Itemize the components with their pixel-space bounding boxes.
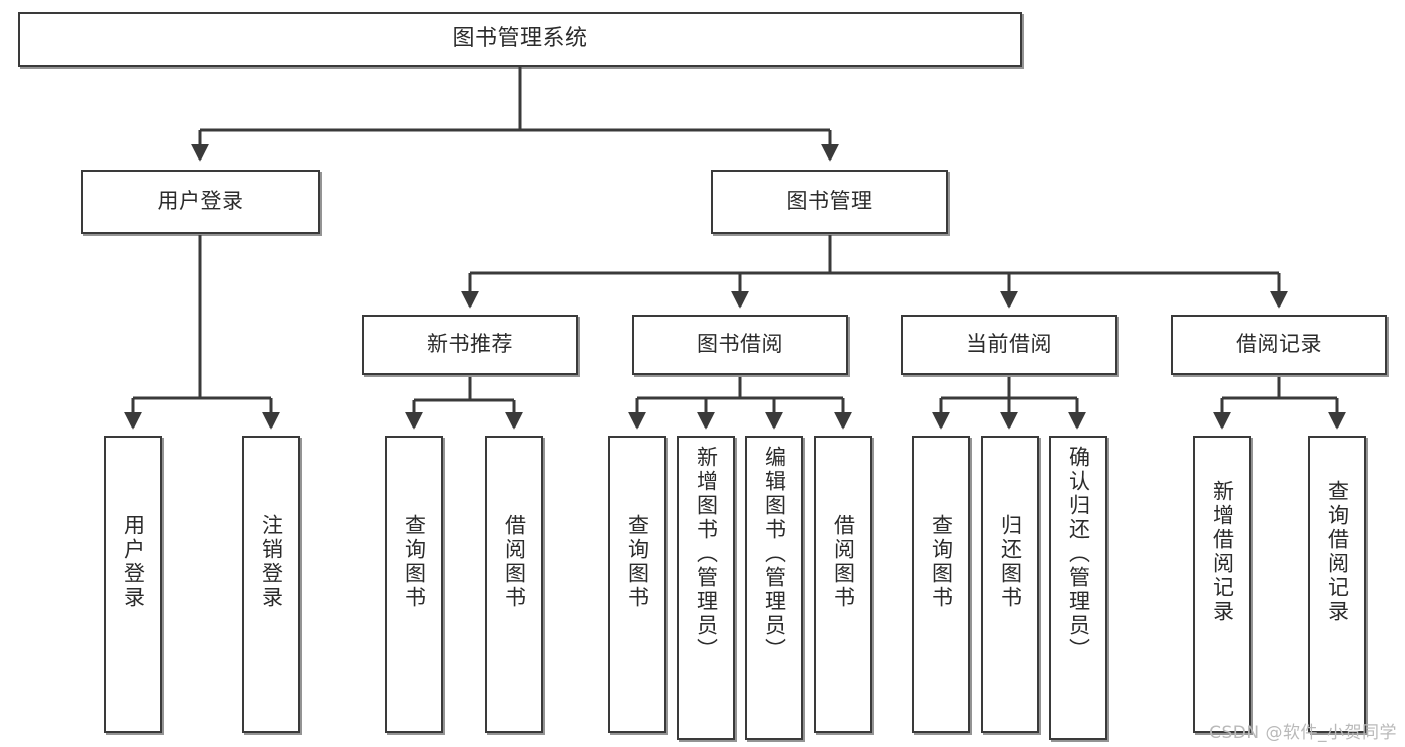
leaf-borrow-book-recommend[interactable]: 借阅图书 (485, 436, 543, 733)
node-label: 注销登录 (259, 514, 284, 610)
csdn-watermark: CSDN @软件_小贺同学 (1209, 723, 1397, 743)
node-new-book-recommend[interactable]: 新书推荐 (362, 315, 578, 375)
node-label: 新书推荐 (427, 332, 513, 357)
node-label: 查询图书 (625, 514, 650, 610)
leaf-confirm-return-admin[interactable]: 确认归还（管理员） (1049, 436, 1107, 740)
leaf-add-book-admin[interactable]: 新增图书（管理员） (677, 436, 735, 740)
node-label: 用户登录 (121, 514, 146, 610)
node-label: 新增借阅记录 (1210, 480, 1235, 624)
node-label: 归还图书 (998, 514, 1023, 610)
node-book-management[interactable]: 图书管理 (711, 170, 948, 234)
node-label: 借阅图书 (831, 514, 856, 610)
node-label: 图书管理 (786, 189, 873, 214)
node-label: 当前借阅 (966, 332, 1052, 357)
node-label: 图书借阅 (697, 332, 783, 357)
leaf-logout-login[interactable]: 注销登录 (242, 436, 300, 733)
node-book-borrow[interactable]: 图书借阅 (632, 315, 848, 375)
leaf-return-book[interactable]: 归还图书 (981, 436, 1039, 733)
node-label: 查询借阅记录 (1325, 480, 1350, 624)
node-label: 查询图书 (402, 514, 427, 610)
node-borrow-record[interactable]: 借阅记录 (1171, 315, 1387, 375)
node-label: 编辑图书（管理员） (762, 446, 787, 662)
leaf-user-login[interactable]: 用户登录 (104, 436, 162, 733)
node-label: 用户登录 (157, 189, 244, 214)
node-label: 借阅记录 (1236, 332, 1322, 357)
leaf-query-borrow-record[interactable]: 查询借阅记录 (1308, 436, 1366, 733)
node-label: 图书管理系统 (452, 26, 588, 52)
node-user-login[interactable]: 用户登录 (81, 170, 320, 234)
node-label: 借阅图书 (502, 514, 527, 610)
node-label: 确认归还（管理员） (1066, 446, 1091, 662)
node-current-borrow[interactable]: 当前借阅 (901, 315, 1117, 375)
leaf-add-borrow-record[interactable]: 新增借阅记录 (1193, 436, 1251, 733)
node-label: 新增图书（管理员） (694, 446, 719, 662)
node-root-book-management-system[interactable]: 图书管理系统 (18, 12, 1022, 67)
leaf-edit-book-admin[interactable]: 编辑图书（管理员） (745, 436, 803, 740)
leaf-query-book-recommend[interactable]: 查询图书 (385, 436, 443, 733)
leaf-query-book-current[interactable]: 查询图书 (912, 436, 970, 733)
node-label: 查询图书 (929, 514, 954, 610)
leaf-borrow-book-borrow[interactable]: 借阅图书 (814, 436, 872, 733)
leaf-query-book-borrow[interactable]: 查询图书 (608, 436, 666, 733)
